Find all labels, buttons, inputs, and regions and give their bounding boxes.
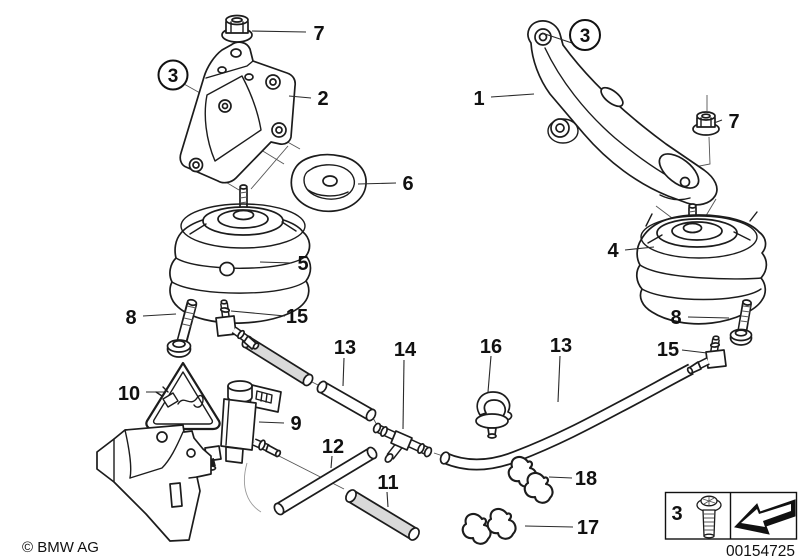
copyright-text: © BMW AG — [22, 539, 99, 556]
document-number: 00154725 — [726, 543, 795, 559]
elbow-connector-15-left-drawing — [215, 299, 260, 350]
callout-14[interactable]: 14 — [394, 339, 417, 361]
callout-18[interactable]: 18 — [575, 468, 597, 490]
balloon-3-right[interactable]: 3 — [569, 19, 601, 51]
t-connector-14-drawing — [372, 422, 433, 463]
callout-8-right[interactable]: 8 — [670, 307, 681, 329]
clip-16-drawing — [475, 391, 513, 439]
callout-10[interactable]: 10 — [118, 383, 140, 405]
callout-6[interactable]: 6 — [402, 173, 413, 195]
callout-17[interactable]: 17 — [577, 517, 599, 539]
callout-8-left[interactable]: 8 — [125, 307, 136, 329]
callout-12[interactable]: 12 — [322, 436, 344, 458]
hose-12-drawing — [273, 446, 378, 516]
gasket-6-drawing — [290, 153, 367, 213]
callout-labels: 7 2 1 7 6 5 4 8 15 8 15 13 14 16 13 10 9… — [118, 23, 740, 539]
legend-box: 3 — [664, 491, 798, 540]
callout-13-left[interactable]: 13 — [334, 337, 356, 359]
callout-2[interactable]: 2 — [317, 88, 328, 110]
balloon-3-left[interactable]: 3 — [157, 59, 189, 91]
bolt-8-right-drawing — [729, 299, 753, 346]
callout-4[interactable]: 4 — [607, 240, 619, 262]
callout-7-left[interactable]: 7 — [313, 23, 324, 45]
callout-1[interactable]: 1 — [473, 88, 484, 110]
bracket-2-drawing — [179, 41, 297, 184]
callout-15-right[interactable]: 15 — [657, 339, 679, 361]
balloon-3-left-label: 3 — [168, 66, 179, 87]
nut-7-left-drawing — [221, 14, 253, 43]
callout-9[interactable]: 9 — [290, 413, 301, 435]
callout-7-right[interactable]: 7 — [728, 111, 739, 133]
engine-mount-4-drawing — [636, 203, 768, 325]
engine-mount-5-drawing — [169, 184, 312, 324]
clip-17-drawing — [461, 507, 517, 545]
hose-13-right-drawing — [439, 363, 694, 471]
bracket-1-drawing — [527, 20, 718, 206]
warning-triangle-10-drawing — [145, 361, 221, 431]
elbow-connector-15-right-drawing — [686, 335, 727, 375]
legend-ref-label: 3 — [671, 503, 682, 525]
callout-16[interactable]: 16 — [480, 336, 502, 358]
leader-lines — [142, 30, 730, 528]
bolt-icon — [696, 495, 722, 539]
callout-5[interactable]: 5 — [297, 253, 308, 275]
callout-13-right[interactable]: 13 — [550, 335, 572, 357]
callout-11[interactable]: 11 — [377, 472, 398, 494]
clip-18-drawing — [507, 455, 554, 504]
balloon-3-right-label: 3 — [580, 26, 591, 47]
bolt-8-left-drawing — [166, 298, 198, 358]
nut-7-right-drawing — [692, 111, 720, 136]
holder-bracket-drawing — [96, 424, 212, 542]
cable-hazard-icon — [155, 386, 204, 408]
hose-11-drawing — [345, 489, 420, 541]
nav-arrow-icon[interactable] — [734, 499, 796, 535]
callout-15-left[interactable]: 15 — [286, 306, 308, 328]
